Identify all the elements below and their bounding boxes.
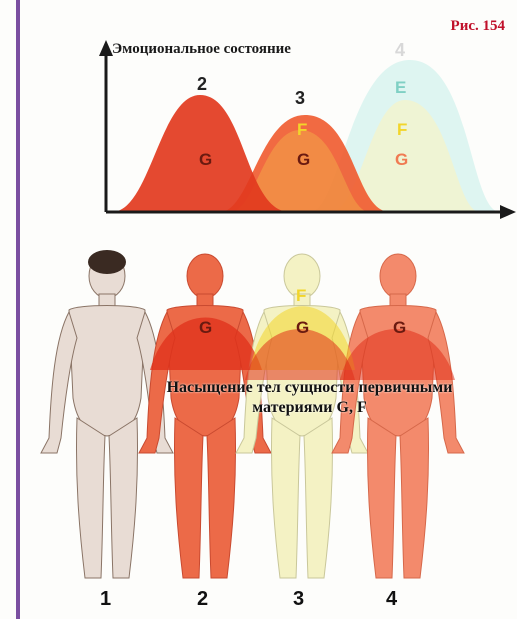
- figures-caption: Насыщение тел сущности первичными матери…: [112, 378, 507, 418]
- figure-number-4: 4: [386, 588, 397, 611]
- emotional-state-chart: [0, 0, 517, 230]
- chart-letter-e-4: E: [395, 78, 406, 98]
- chart-letter-f-3: F: [297, 120, 307, 140]
- chart-title: Эмоциональное состояние: [112, 41, 291, 58]
- y-axis-arrow: [99, 40, 113, 56]
- figure-number-1: 1: [100, 588, 111, 611]
- chart-letter-g-3: G: [297, 150, 310, 170]
- figure-letter-g-2: G: [199, 318, 212, 338]
- figure-number-3: 3: [293, 588, 304, 611]
- chart-letter-f-4: F: [397, 120, 407, 140]
- peak-label-2: 2: [197, 74, 207, 95]
- figure-letter-f-3: F: [296, 286, 306, 306]
- x-axis-arrow: [500, 205, 516, 219]
- peak-label-4: 4: [395, 40, 405, 61]
- caption-line-1: Насыщение тел сущности первичными: [112, 378, 507, 398]
- figure-number-2: 2: [197, 588, 208, 611]
- chart-letter-g-2: G: [199, 150, 212, 170]
- figure-letter-g-4: G: [393, 318, 406, 338]
- figure-letter-g-3: G: [296, 318, 309, 338]
- chart-letter-g-4: G: [395, 150, 408, 170]
- caption-line-2: материями G, F: [112, 398, 507, 418]
- peak-label-3: 3: [295, 88, 305, 109]
